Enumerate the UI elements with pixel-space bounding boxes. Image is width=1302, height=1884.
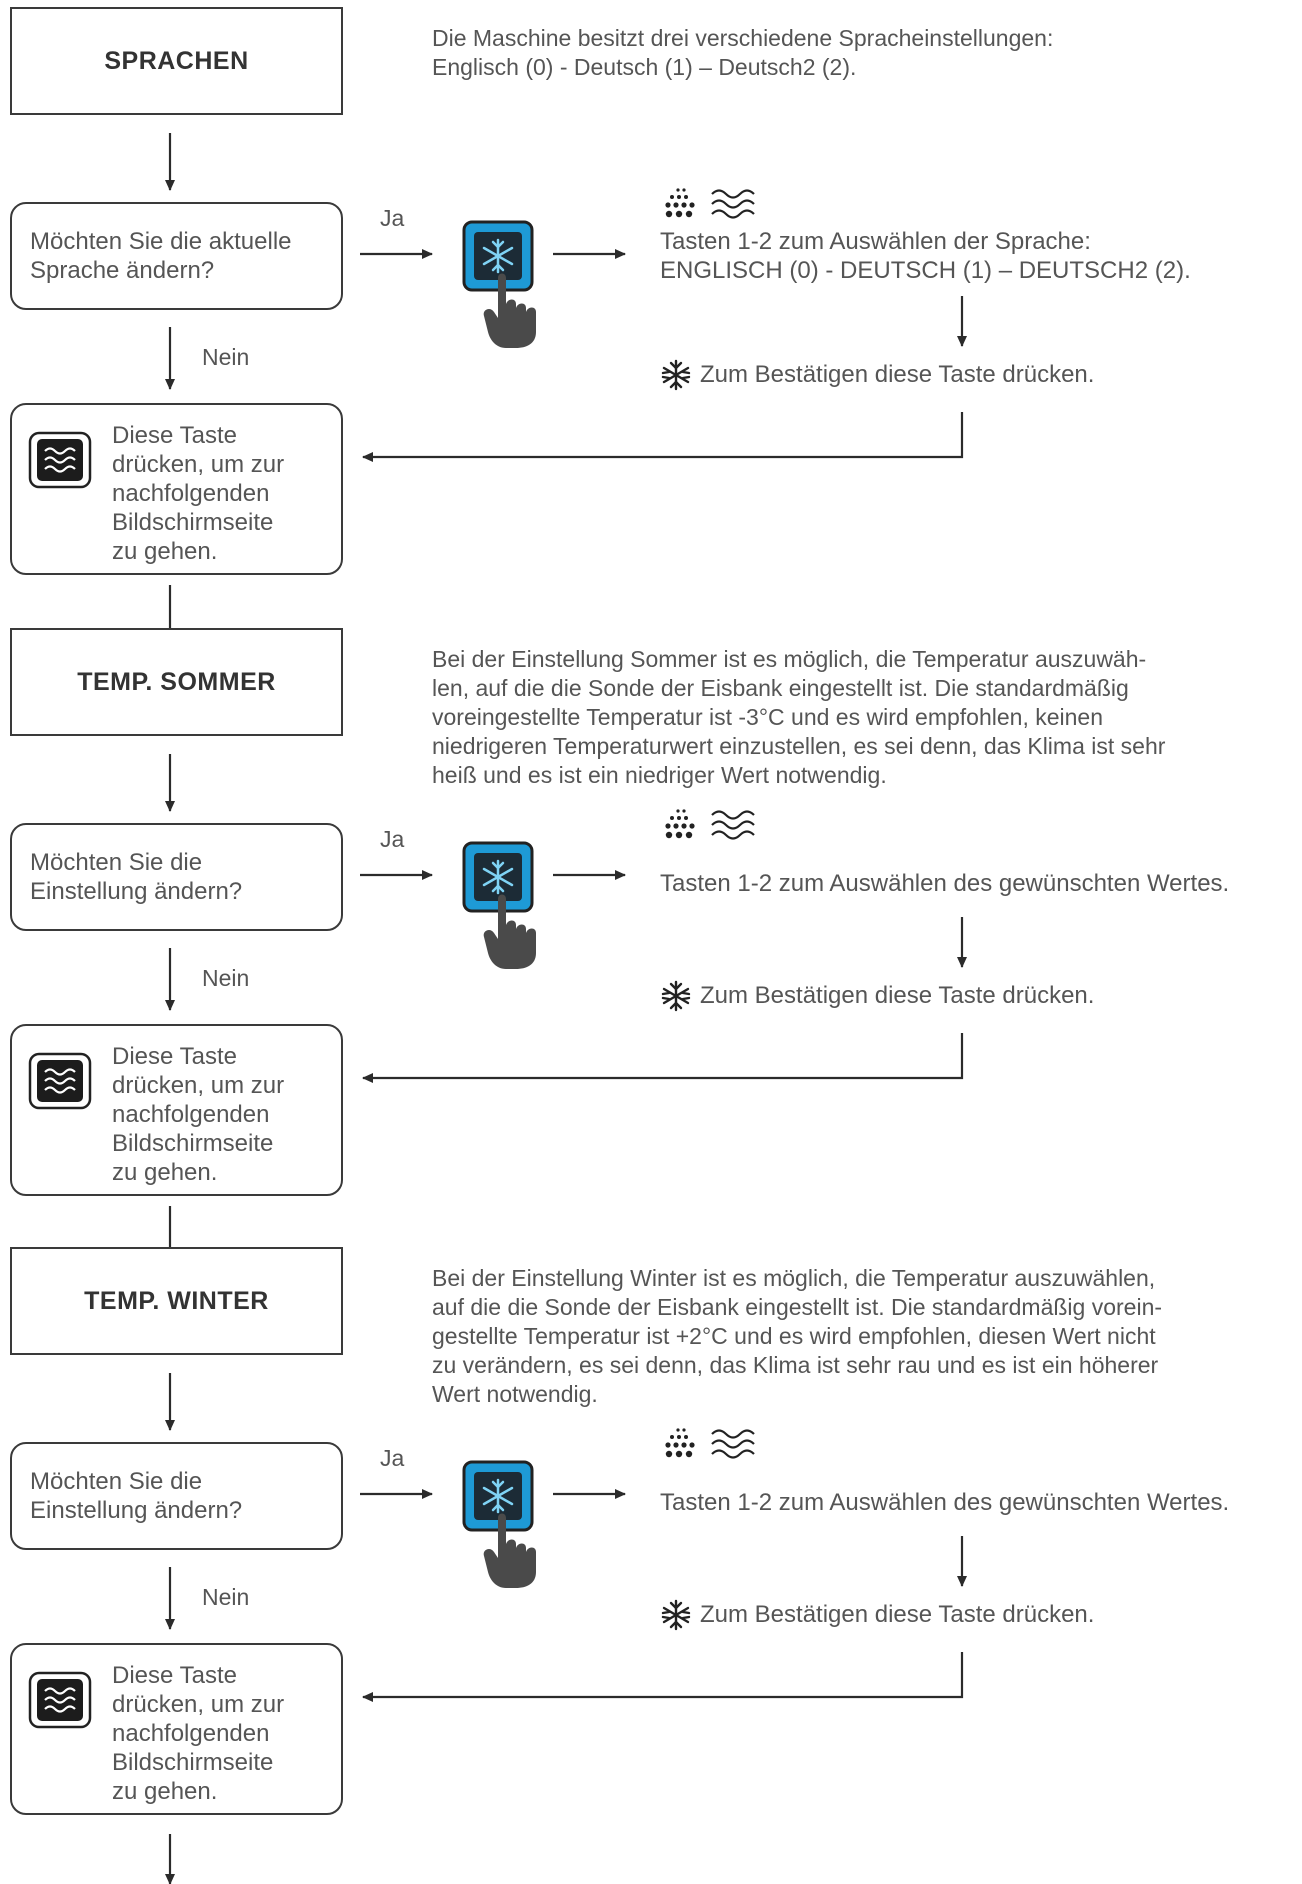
next-text: Diese Taste drücken, um zur nachfolgende… (112, 422, 285, 565)
question-text: Möchten Sie die Einstellung ändern? (30, 849, 243, 905)
waves-icon (711, 189, 755, 219)
section-title: SPRACHEN (104, 46, 249, 75)
snowflake-button-with-hand-icon[interactable] (460, 841, 540, 971)
waves-icon (711, 1429, 755, 1459)
section-title-box: TEMP. WINTER (10, 1247, 343, 1355)
no-label: Nein (202, 965, 250, 991)
next-box: Diese Taste drücken, um zur nachfolgende… (10, 403, 343, 575)
snowflake-button-with-hand-icon[interactable] (460, 220, 540, 350)
yes-label: Ja (380, 205, 405, 231)
section-description: Bei der Einstellung Winter ist es möglic… (432, 1265, 1163, 1407)
connector-arrow (362, 412, 964, 462)
section-title-box: SPRACHEN (10, 7, 343, 115)
yes-label: Ja (380, 826, 405, 852)
next-box: Diese Taste drücken, um zur nachfolgende… (10, 1643, 343, 1815)
confirm-text: Zum Bestätigen diese Taste drücken. (700, 1601, 1095, 1628)
waves-key-icon[interactable] (28, 1052, 92, 1110)
waves-key-icon[interactable] (28, 1671, 92, 1729)
confirm-text: Zum Bestätigen diese Taste drücken. (700, 361, 1095, 388)
confirm-row: Zum Bestätigen diese Taste drücken. (660, 359, 1180, 391)
waves-key-icon[interactable] (28, 431, 92, 489)
select-text: Tasten 1-2 zum Auswählen der Sprache: EN… (660, 228, 1191, 284)
connector-arrow (362, 1652, 964, 1702)
select-keys-icons (665, 809, 755, 840)
section-title: TEMP. SOMMER (77, 667, 276, 696)
yes-label: Ja (380, 1445, 405, 1471)
ice-dots-icon (665, 809, 695, 839)
ice-dots-icon (665, 188, 695, 218)
section-title-box: TEMP. SOMMER (10, 628, 343, 736)
question-box: Möchten Sie die aktuelle Sprache ändern? (10, 202, 343, 310)
ice-dots-icon (665, 1428, 695, 1458)
select-keys-icons (665, 1428, 755, 1459)
snowflake-icon (661, 359, 691, 391)
section-description: Bei der Einstellung Sommer ist es möglic… (432, 646, 1166, 788)
connector-arrow (362, 1033, 964, 1083)
section-description: Die Maschine besitzt drei verschiedene S… (432, 25, 1054, 80)
select-text: Tasten 1-2 zum Auswählen des gewünschten… (660, 870, 1230, 897)
snowflake-icon (661, 1599, 691, 1631)
snowflake-icon (661, 980, 691, 1012)
question-box: Möchten Sie die Einstellung ändern? (10, 1442, 343, 1550)
select-text: Tasten 1-2 zum Auswählen des gewünschten… (660, 1489, 1230, 1516)
next-text: Diese Taste drücken, um zur nachfolgende… (112, 1662, 285, 1805)
next-box: Diese Taste drücken, um zur nachfolgende… (10, 1024, 343, 1196)
waves-icon (711, 810, 755, 840)
snowflake-button-with-hand-icon[interactable] (460, 1460, 540, 1590)
no-label: Nein (202, 344, 250, 370)
no-label: Nein (202, 1584, 250, 1610)
confirm-row: Zum Bestätigen diese Taste drücken. (660, 1599, 1180, 1631)
question-text: Möchten Sie die aktuelle Sprache ändern? (30, 228, 292, 284)
next-text: Diese Taste drücken, um zur nachfolgende… (112, 1043, 285, 1186)
question-box: Möchten Sie die Einstellung ändern? (10, 823, 343, 931)
question-text: Möchten Sie die Einstellung ändern? (30, 1468, 243, 1524)
confirm-text: Zum Bestätigen diese Taste drücken. (700, 982, 1095, 1009)
section-title: TEMP. WINTER (84, 1286, 269, 1315)
confirm-row: Zum Bestätigen diese Taste drücken. (660, 980, 1180, 1012)
select-keys-icons (665, 188, 755, 219)
